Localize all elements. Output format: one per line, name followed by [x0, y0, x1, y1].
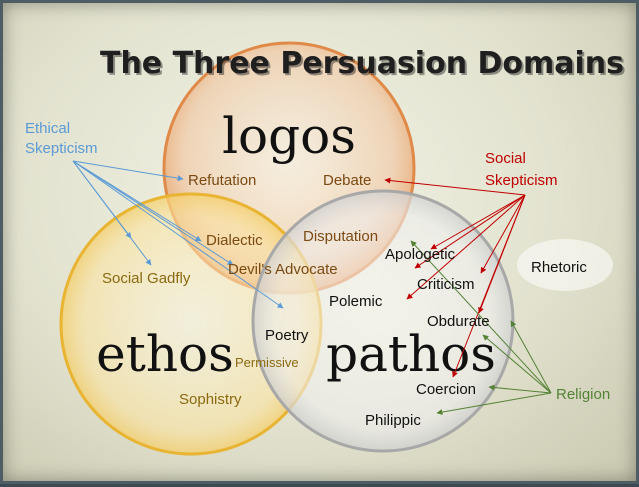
- ethos-label: ethos: [96, 325, 234, 383]
- ethical-skepticism-arrows: [72, 160, 284, 309]
- term-debate: Debate: [323, 172, 371, 189]
- ethical-skepticism-label-line1: Ethical: [25, 120, 70, 137]
- religion-arrows: [410, 240, 552, 416]
- social-skepticism-label-line2: Skepticism: [485, 172, 558, 189]
- term-disputation: Disputation: [303, 228, 378, 245]
- religion-label: Religion: [556, 386, 610, 403]
- term-polemic: Polemic: [329, 293, 383, 310]
- term-dialectic: Dialectic: [206, 232, 263, 249]
- rhetoric-glow: [517, 239, 613, 291]
- term-permissive: Permissive: [235, 355, 299, 370]
- logos-label: logos: [222, 107, 356, 165]
- venn-diagram: The Three Persuasion Domains The Three P…: [25, 41, 626, 456]
- term-rhetoric: Rhetoric: [531, 259, 587, 276]
- term-devils-advocate: Devil's Advocate: [228, 261, 338, 278]
- term-philippic: Philippic: [365, 412, 421, 429]
- term-refutation: Refutation: [188, 172, 256, 189]
- page-title-shadow: The Three Persuasion Domains: [102, 48, 626, 83]
- term-criticism: Criticism: [417, 276, 475, 293]
- term-apologetic: Apologetic: [385, 246, 456, 263]
- term-coercion: Coercion: [416, 381, 476, 398]
- pathos-label: pathos: [326, 325, 496, 383]
- term-obdurate: Obdurate: [427, 313, 490, 330]
- social-skepticism-label-line1: Social: [485, 150, 526, 167]
- term-poetry: Poetry: [265, 327, 309, 344]
- term-sophistry: Sophistry: [179, 391, 242, 408]
- term-social-gadfly: Social Gadfly: [102, 270, 191, 287]
- ethical-skepticism-label-line2: Skepticism: [25, 140, 98, 157]
- page-title: The Three Persuasion Domains: [100, 46, 624, 81]
- social-skepticism-arrows: [384, 177, 526, 378]
